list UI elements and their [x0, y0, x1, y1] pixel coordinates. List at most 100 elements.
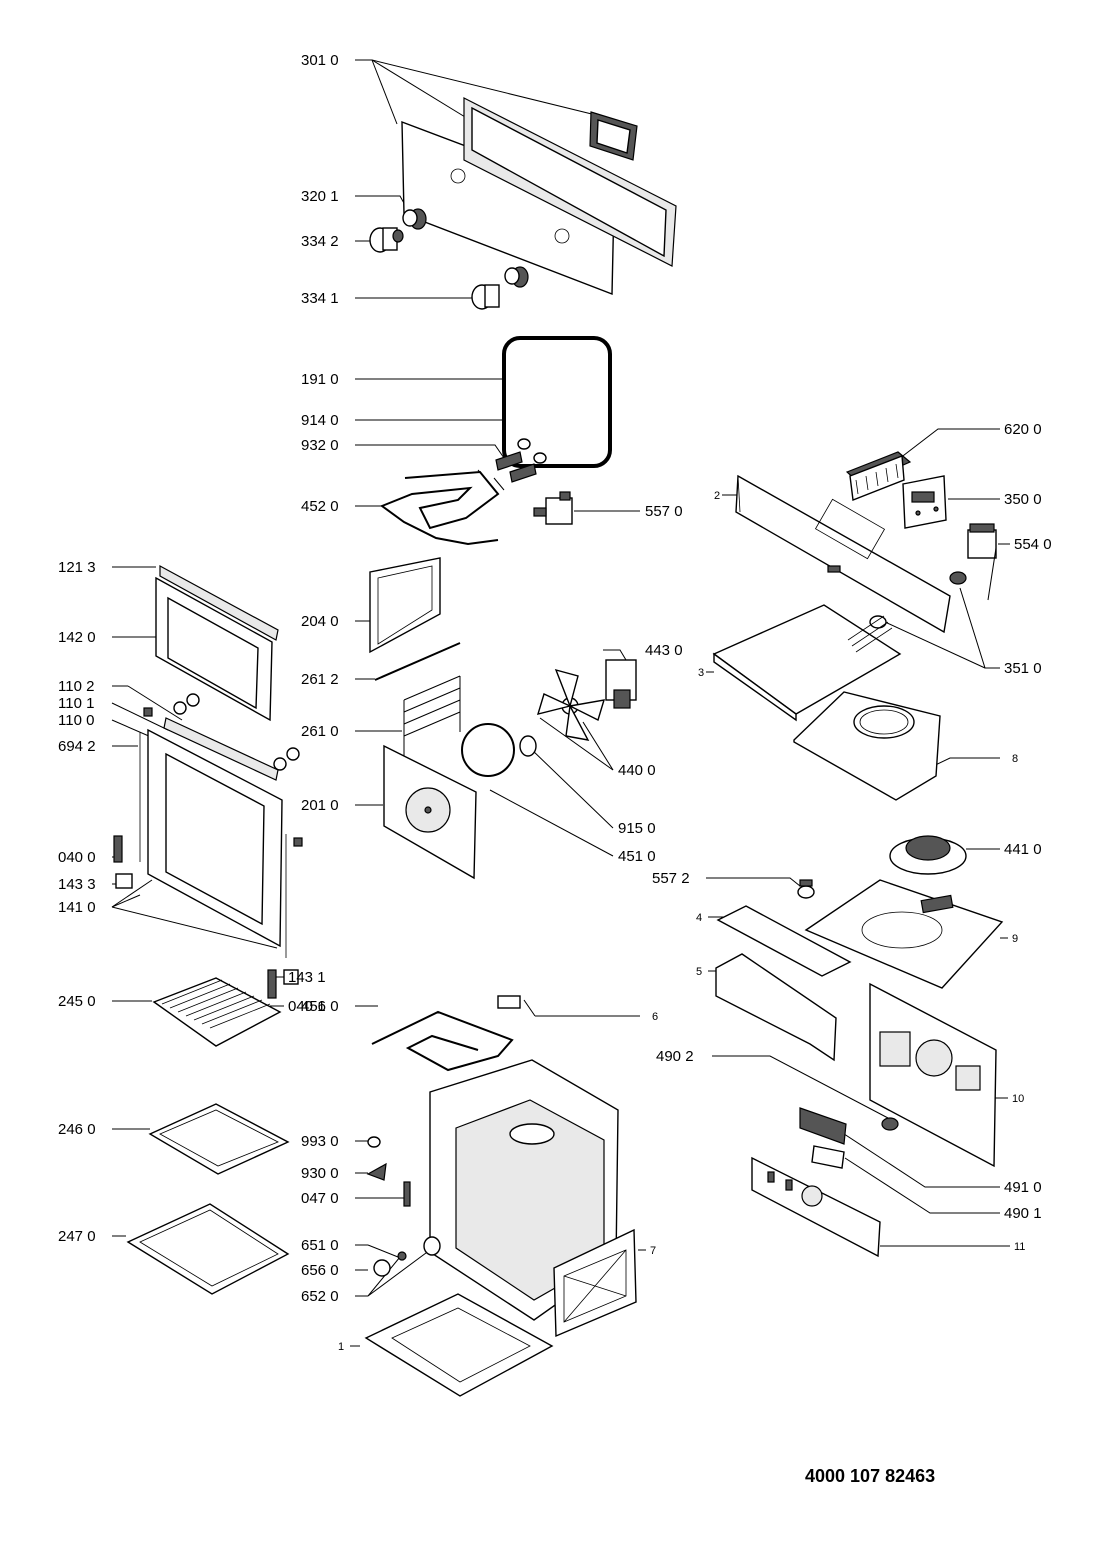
label-191-0: 191 0	[301, 371, 339, 388]
side-frame-part	[553, 1228, 637, 1338]
label-914-0: 914 0	[301, 412, 339, 429]
door-gasket-part	[502, 336, 612, 468]
label-261-2: 261 2	[301, 671, 339, 688]
fan-blade-part	[536, 668, 605, 741]
label-652-0: 652 0	[301, 1288, 339, 1305]
door-hinge-parts	[113, 707, 303, 999]
terminal-block-part	[845, 451, 912, 501]
label-7: 7	[650, 1245, 656, 1257]
label-9: 9	[1012, 933, 1018, 945]
label-110-1: 110 1	[58, 695, 94, 712]
rear-panel-part	[735, 474, 951, 634]
wire-shelf-part	[152, 977, 282, 1047]
label-656-0: 656 0	[301, 1262, 339, 1279]
label-993-0: 993 0	[301, 1133, 339, 1150]
label-651-0: 651 0	[301, 1237, 339, 1254]
label-110-0: 110 0	[58, 712, 94, 729]
label-204-0: 204 0	[301, 613, 339, 630]
label-8: 8	[1012, 753, 1018, 765]
label-11: 11	[1014, 1241, 1025, 1253]
fan-housing-top-part	[793, 691, 941, 801]
front-control-plate-part	[751, 1156, 881, 1258]
label-040-1: 040 1	[288, 998, 326, 1015]
label-451-0: 451 0	[618, 848, 656, 865]
door-inner-glass-part	[139, 728, 287, 958]
label-351-0: 351 0	[1004, 660, 1042, 677]
fan-cover-part	[383, 744, 477, 880]
lamp-assembly-parts	[373, 1236, 441, 1277]
base-plate-part	[804, 879, 1004, 989]
label-915-0: 915 0	[618, 820, 656, 837]
label-490-2: 490 2	[656, 1048, 694, 1065]
label-334-1: 334 1	[301, 290, 339, 307]
label-247-0: 247 0	[58, 1228, 96, 1245]
label-334-2: 334 2	[301, 233, 339, 250]
label-301-0: 301 0	[301, 52, 339, 69]
display-frame-part	[589, 111, 638, 161]
label-320-1: 320 1	[301, 188, 339, 205]
label-930-0: 930 0	[301, 1165, 339, 1182]
label-121-3: 121 3	[58, 559, 96, 576]
safety-thermostat-part	[797, 879, 815, 899]
thermostat-part	[533, 491, 573, 525]
rear-wall-part	[869, 982, 997, 1168]
bottom-plate-part	[364, 1293, 554, 1397]
door-top-bar-part	[163, 717, 279, 781]
label-040-0: 040 0	[58, 849, 96, 866]
label-141-0: 141 0	[58, 899, 96, 916]
document-number: 4000 107 82463	[805, 1466, 935, 1486]
door-outer-glass-part	[155, 564, 279, 722]
label-143-3: 143 3	[58, 876, 96, 893]
label-5: 5	[696, 966, 702, 978]
label-261-0: 261 0	[301, 723, 339, 740]
label-932-0: 932 0	[301, 437, 339, 454]
bottom-heating-element-part	[371, 995, 521, 1072]
top-cover-part	[712, 604, 902, 722]
label-2: 2	[714, 490, 720, 502]
baking-tray-part	[148, 1103, 290, 1175]
label-456-0: 456 0	[301, 998, 339, 1015]
fan-assembly-part	[889, 835, 967, 875]
part-labels: 301 0 320 1 334 2 334 1 191 0 914 0 932 …	[58, 52, 1052, 1353]
label-554-0: 554 0	[1014, 536, 1052, 553]
label-4: 4	[696, 912, 702, 924]
label-246-0: 246 0	[58, 1121, 96, 1138]
channel-parts	[715, 905, 852, 1062]
label-490-1: 490 1	[1004, 1205, 1042, 1222]
deep-tray-part	[126, 1203, 290, 1295]
label-441-0: 441 0	[1004, 841, 1042, 858]
label-047-0: 047 0	[301, 1190, 339, 1207]
label-142-0: 142 0	[58, 629, 96, 646]
small-connector-parts	[495, 438, 547, 483]
label-3: 3	[698, 667, 704, 679]
label-245-0: 245 0	[58, 993, 96, 1010]
hinge-washer-parts	[173, 693, 300, 771]
timer-display-part	[902, 475, 947, 529]
label-452-0: 452 0	[301, 498, 339, 515]
label-350-0: 350 0	[1004, 491, 1042, 508]
label-143-1: 143 1	[288, 969, 326, 986]
label-557-2: 557 2	[652, 870, 690, 887]
knob-parts	[369, 208, 529, 310]
label-694-2: 694 2	[58, 738, 96, 755]
label-491-0: 491 0	[1004, 1179, 1042, 1196]
small-hardware-parts	[366, 1136, 411, 1207]
label-110-2: 110 2	[58, 678, 94, 695]
shelf-rails-parts	[374, 642, 461, 758]
label-1: 1	[338, 1341, 344, 1353]
panel-frame-part	[463, 97, 677, 267]
lamp-parts	[869, 571, 967, 629]
label-557-0: 557 0	[645, 503, 683, 520]
leader-lines	[111, 59, 1010, 1347]
rear-bracket-part	[369, 557, 441, 654]
label-443-0: 443 0	[645, 642, 683, 659]
fan-motor-part	[605, 659, 637, 709]
label-440-0: 440 0	[618, 762, 656, 779]
control-electronics-parts	[799, 1107, 899, 1169]
label-620-0: 620 0	[1004, 421, 1042, 438]
fan-element-parts	[461, 723, 537, 777]
top-heating-element-part	[379, 469, 505, 546]
label-10: 10	[1012, 1093, 1024, 1105]
label-201-0: 201 0	[301, 797, 339, 814]
